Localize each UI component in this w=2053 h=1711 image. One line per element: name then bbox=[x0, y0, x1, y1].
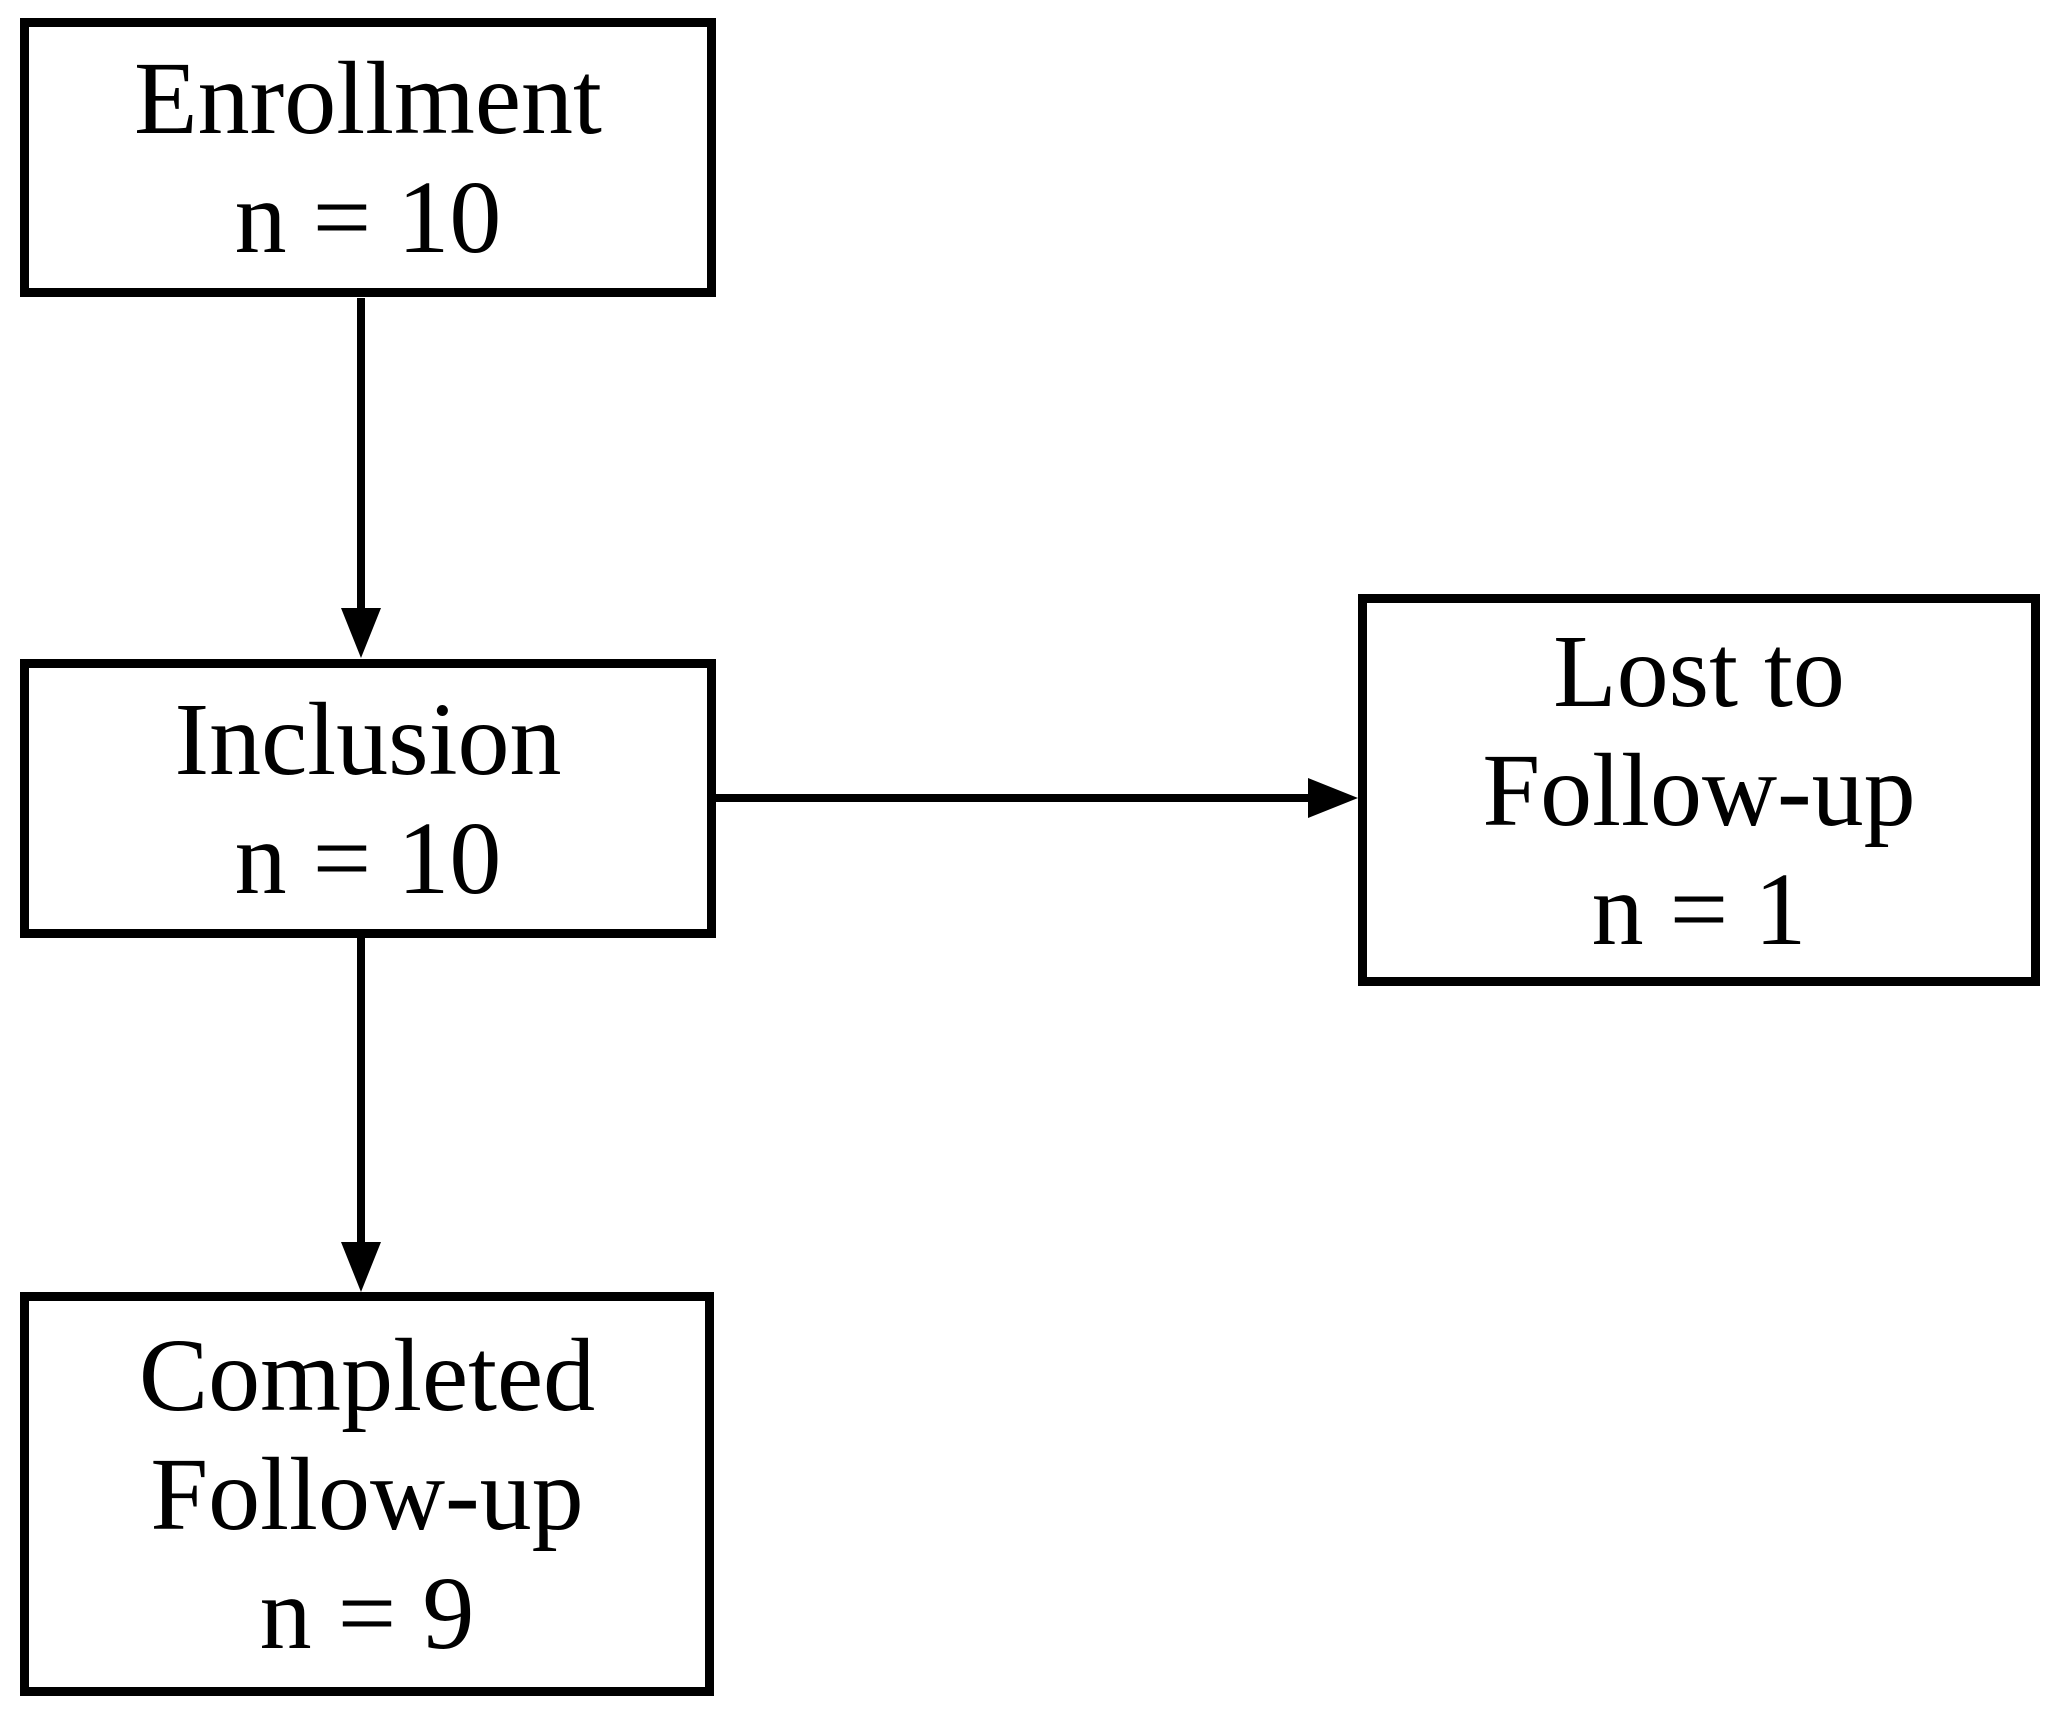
arrow-enrollment-to-inclusion-head bbox=[341, 608, 381, 658]
arrow-inclusion-to-completed-follow-up-head bbox=[341, 1242, 381, 1292]
node-lost-to-follow-up-label-line2: Follow-up bbox=[1482, 732, 1916, 848]
arrow-inclusion-to-lost-to-follow-up-stem bbox=[716, 794, 1310, 802]
node-lost-to-follow-up: Lost to Follow-up n = 1 bbox=[1358, 594, 2040, 986]
node-inclusion: Inclusion n = 10 bbox=[20, 659, 716, 938]
arrow-inclusion-to-lost-to-follow-up-head bbox=[1308, 778, 1358, 818]
node-completed-follow-up-label-line1: Completed bbox=[138, 1317, 596, 1433]
arrow-enrollment-to-inclusion-stem bbox=[357, 298, 365, 610]
node-completed-follow-up-label-line2: Follow-up bbox=[150, 1436, 584, 1552]
node-lost-to-follow-up-count: n = 1 bbox=[1591, 851, 1807, 967]
node-enrollment-label: Enrollment bbox=[134, 40, 602, 156]
node-enrollment: Enrollment n = 10 bbox=[20, 18, 716, 297]
node-inclusion-count: n = 10 bbox=[234, 800, 502, 916]
node-completed-follow-up: Completed Follow-up n = 9 bbox=[20, 1292, 714, 1696]
node-enrollment-count: n = 10 bbox=[234, 159, 502, 275]
node-completed-follow-up-count: n = 9 bbox=[259, 1555, 475, 1671]
node-lost-to-follow-up-label-line1: Lost to bbox=[1553, 613, 1845, 729]
arrow-inclusion-to-completed-follow-up-stem bbox=[357, 938, 365, 1244]
node-inclusion-label: Inclusion bbox=[174, 681, 562, 797]
